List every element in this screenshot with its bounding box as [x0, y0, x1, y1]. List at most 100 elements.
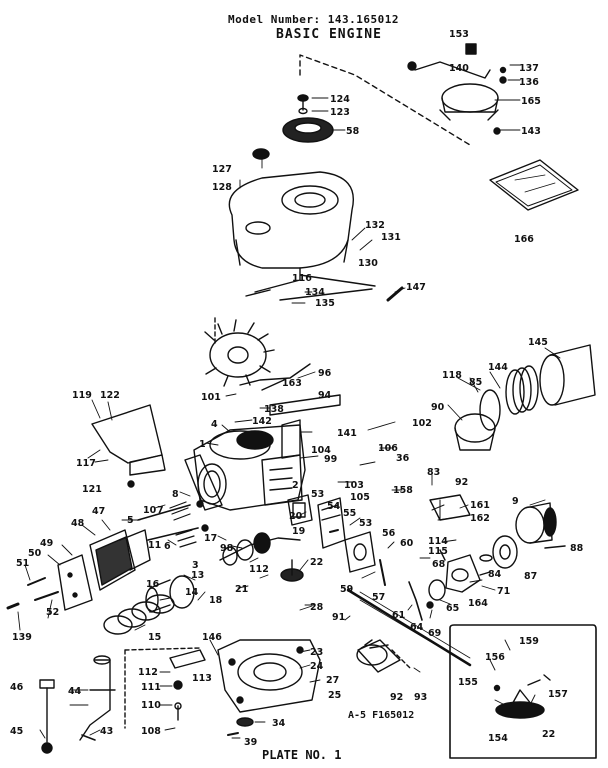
- callout-92: 92: [455, 477, 468, 488]
- callout-155: 155: [458, 677, 478, 688]
- rotating-screen-58: [282, 117, 334, 143]
- callout-163: 163: [282, 378, 302, 389]
- callout-138: 138: [264, 404, 284, 415]
- callout-69: 69: [428, 628, 441, 639]
- callout-15: 15: [148, 632, 161, 643]
- bracket-49: [57, 554, 93, 611]
- rings-15: [103, 594, 175, 635]
- callout-134: 134: [305, 287, 325, 298]
- callout-27: 27: [326, 675, 339, 686]
- dashed-guide-top: [299, 54, 471, 146]
- shaft-61: [408, 581, 423, 621]
- callout-117: 117: [76, 458, 96, 469]
- callout-96: 96: [318, 368, 332, 379]
- callout-118: 118: [442, 370, 462, 381]
- callout-106: 106: [378, 443, 398, 454]
- callout-157: 157: [548, 689, 568, 700]
- callout-71: 71: [497, 586, 510, 597]
- callout-153: 153: [449, 29, 469, 40]
- callout-61: 61: [392, 610, 405, 621]
- plate-number: PLATE NO. 1: [262, 748, 342, 762]
- dipstick-tube: [39, 679, 55, 754]
- callout-55: 55: [343, 508, 356, 519]
- callout-23: 23: [310, 647, 323, 658]
- screw-51: [27, 577, 46, 586]
- callout-10: 10: [143, 505, 157, 516]
- callout-115: 115: [428, 546, 448, 557]
- oil-pump-164: [439, 549, 491, 593]
- callout-139: 139: [12, 632, 32, 643]
- callout-58: 58: [346, 126, 360, 137]
- callout-137: 137: [519, 63, 539, 74]
- muffler-92: [356, 639, 401, 673]
- decal-card-166: [489, 159, 579, 211]
- part-123: [298, 107, 308, 115]
- breather-59: [344, 531, 376, 573]
- callout-98: 98: [220, 543, 234, 554]
- callout-83: 83: [427, 467, 440, 478]
- callout-162: 162: [470, 513, 490, 524]
- callout-124: 124: [330, 94, 350, 105]
- engine-block: [184, 424, 306, 511]
- callout-112: 112: [249, 564, 269, 575]
- callout-87: 87: [524, 571, 537, 582]
- callout-159: 159: [519, 636, 539, 647]
- callout-3: 3: [192, 560, 199, 571]
- carburetor-47: [89, 529, 151, 591]
- callout-161: 161: [470, 500, 490, 511]
- callout-47: 47: [92, 506, 105, 517]
- callout-14: 14: [185, 587, 199, 598]
- callout-18: 18: [209, 595, 223, 606]
- callout-60: 60: [400, 538, 414, 549]
- blower-housing: [228, 148, 376, 293]
- diagram-title: BASIC ENGINE: [276, 27, 382, 42]
- link-60: [379, 559, 386, 586]
- callout-28: 28: [310, 602, 324, 613]
- callout-142: 142: [252, 416, 272, 427]
- callout-44: 44: [68, 686, 82, 697]
- callout-65: 65: [446, 603, 459, 614]
- callout-11: 11: [148, 540, 161, 551]
- screw-52: [34, 591, 59, 601]
- callout-131: 131: [381, 232, 401, 243]
- callout-93: 93: [414, 692, 427, 703]
- callout-136: 136: [519, 77, 539, 88]
- callout-110: 110: [141, 700, 161, 711]
- cam-gear: [280, 559, 304, 582]
- callout-88: 88: [570, 543, 584, 554]
- callout-101: 101: [201, 392, 221, 403]
- callout-5: 5: [127, 515, 134, 526]
- callout-56: 56: [382, 528, 396, 539]
- governor-lever-113: [169, 649, 206, 721]
- callout-57: 57: [372, 592, 385, 603]
- callout-24: 24: [310, 661, 324, 672]
- gasket-53: [287, 494, 313, 526]
- callout-165: 165: [521, 96, 541, 107]
- callout-51: 51: [16, 558, 29, 569]
- callout-22: 22: [310, 557, 323, 568]
- pump-65: [428, 579, 446, 601]
- callout-19: 19: [292, 526, 305, 537]
- callout-127: 127: [212, 164, 232, 175]
- inset-detail-box: [449, 624, 597, 759]
- starter-bracket: [239, 363, 311, 391]
- drawing-code: A-5 F165012: [348, 710, 415, 721]
- callout-128: 128: [212, 182, 232, 193]
- callout-103: 103: [344, 480, 364, 491]
- callout-68: 68: [432, 559, 446, 570]
- seal-34: [236, 717, 254, 727]
- callout-116: 116: [292, 273, 312, 284]
- rod-135: [279, 288, 373, 301]
- callout-111: 111: [141, 682, 161, 693]
- callout-53: 53: [311, 489, 324, 500]
- callout-13: 13: [191, 570, 204, 581]
- callout-2: 2: [292, 480, 299, 491]
- callout-135: 135: [315, 298, 335, 309]
- callout-130: 130: [358, 258, 378, 269]
- callout-16: 16: [146, 579, 160, 590]
- callout-113: 113: [192, 673, 212, 684]
- callout-labels: 153 137 140 136 165 143 124 123 58 127 1…: [10, 29, 584, 748]
- callout-1: 1: [199, 439, 206, 450]
- part-124: [297, 94, 309, 102]
